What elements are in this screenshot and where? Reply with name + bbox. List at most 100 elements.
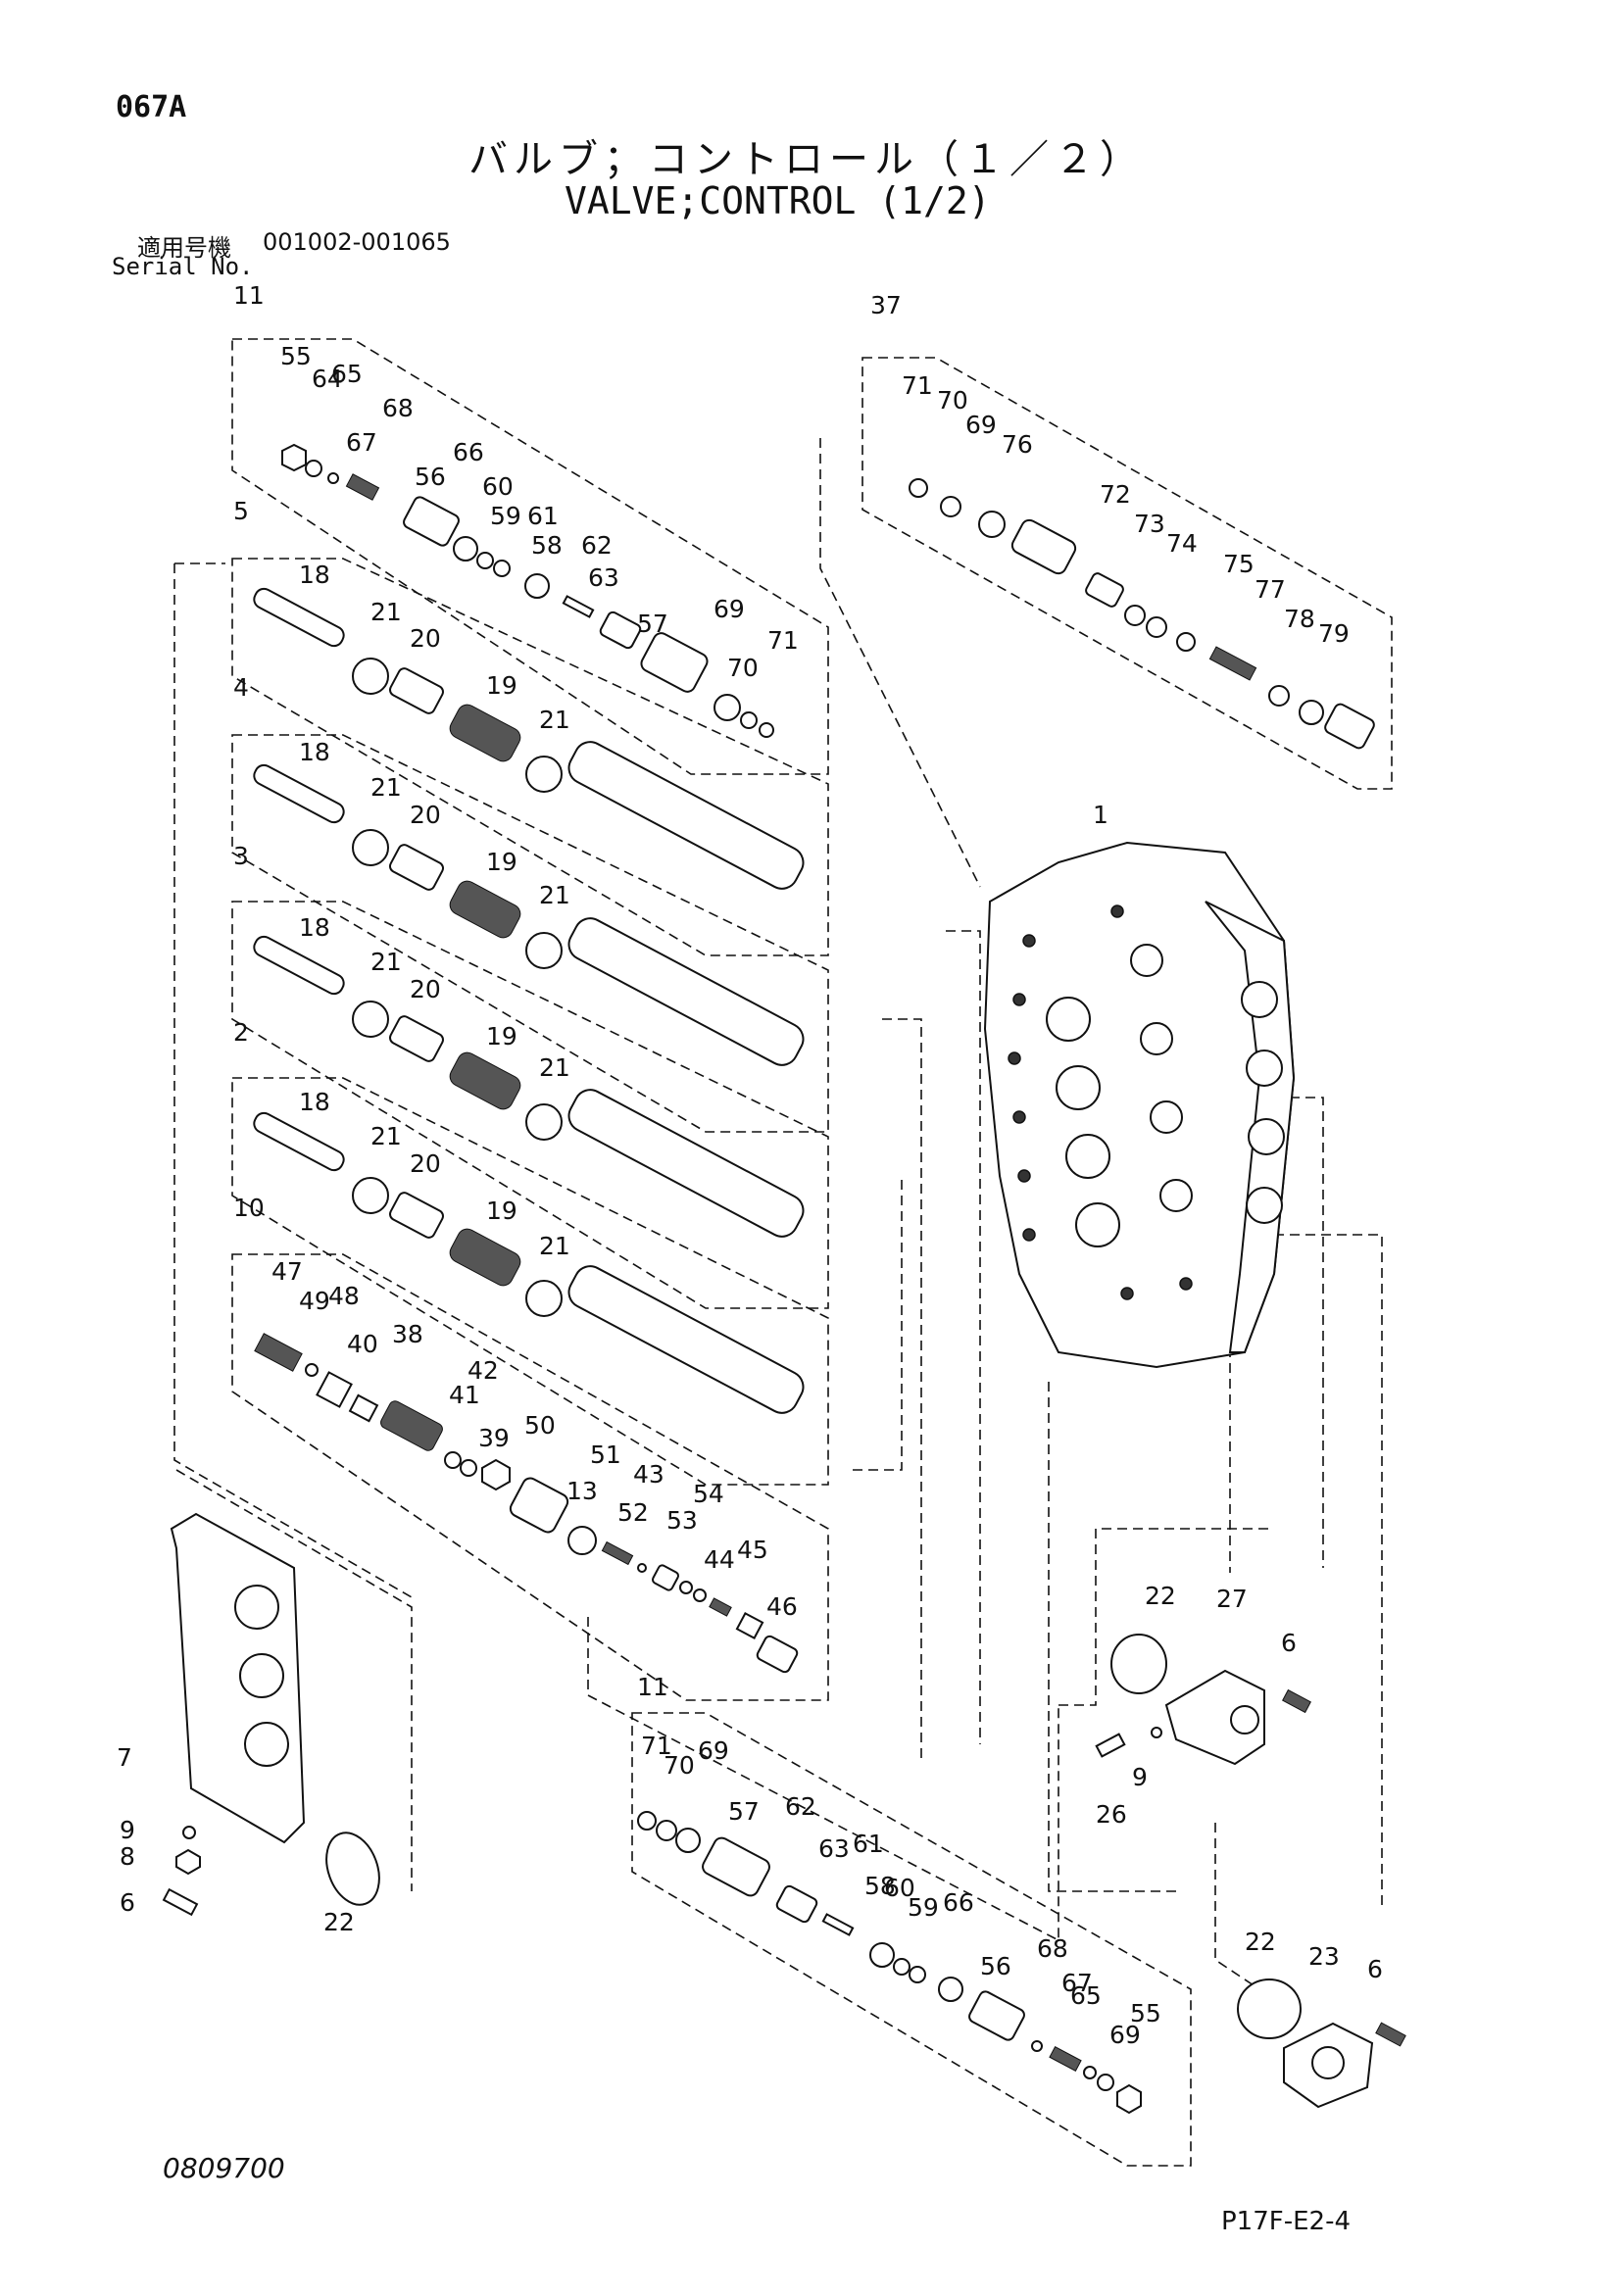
- leader-6: [1048, 1382, 1176, 1892]
- outline-group-5: [231, 558, 829, 956]
- callout-g4-4: 19: [486, 848, 517, 876]
- callout-g11-bottom-1: 71: [641, 1732, 672, 1760]
- callout-g10-3: 48: [328, 1282, 360, 1310]
- callout-g37-7: 74: [1166, 529, 1198, 558]
- callout-g11-top-12: 62: [581, 531, 613, 560]
- callout-g10-0: 10: [233, 1194, 265, 1222]
- callout-g11-top-14: 57: [637, 610, 668, 638]
- callout-g11-top-10: 61: [527, 502, 559, 530]
- callout-g2-0: 2: [233, 1018, 249, 1047]
- callout-g3-5: 21: [539, 1053, 570, 1082]
- callout-g10-6: 42: [468, 1356, 499, 1385]
- callout-g5-4: 19: [486, 671, 517, 700]
- callout-g2-5: 21: [539, 1232, 570, 1260]
- callout-g37-4: 76: [1002, 430, 1033, 459]
- callout-g2-2: 21: [370, 1122, 402, 1150]
- callout-g4-1: 18: [299, 738, 330, 766]
- callout-g11-top-6: 56: [415, 463, 446, 491]
- serial-label-english: Serial No.: [112, 253, 254, 280]
- callout-g10-11: 51: [590, 1441, 621, 1469]
- callout-g11-top-7: 66: [453, 438, 484, 466]
- callout-g10-15: 53: [666, 1506, 698, 1535]
- callout-g5-1: 18: [299, 561, 330, 589]
- callout-g5-5: 21: [539, 706, 570, 734]
- outline-group-11-bottom: [631, 1712, 1192, 2167]
- callout-g37-2: 70: [937, 386, 968, 415]
- callout-g5-0: 5: [233, 497, 249, 525]
- title-japanese: バルブ；コントロール（１／２）: [468, 137, 1145, 182]
- callout-g11-top-17: 71: [767, 626, 799, 655]
- callout-g11-top-13: 63: [588, 563, 619, 592]
- callout-g10-18: 46: [766, 1592, 798, 1621]
- leader-8: [1274, 1234, 1383, 1911]
- callout-right-cover-27-3: 9: [1132, 1763, 1148, 1791]
- group-37-parts: [909, 478, 1375, 750]
- callout-left-cover-4: 22: [323, 1908, 355, 1936]
- callout-g11-bottom-15: 67: [1061, 1969, 1093, 1997]
- callout-g37-8: 75: [1223, 550, 1255, 578]
- callout-g37-11: 79: [1318, 619, 1350, 648]
- serial-label-japanese: 適用号機: [137, 234, 231, 262]
- callout-g11-bottom-8: 58: [864, 1872, 896, 1900]
- callout-g5-3: 20: [410, 624, 441, 653]
- callout-g10-17: 45: [737, 1536, 768, 1564]
- left-cover-assembly: [162, 1512, 380, 1917]
- callout-g3-2: 21: [370, 948, 402, 976]
- callout-g11-top-9: 59: [490, 502, 521, 530]
- spool-group-2: [253, 1111, 805, 1414]
- callout-g37-10: 78: [1284, 605, 1315, 633]
- outline-group-11-top: [231, 338, 829, 775]
- callout-g3-1: 18: [299, 913, 330, 942]
- page-code: 067A: [116, 90, 187, 124]
- callout-g37-1: 71: [902, 371, 933, 400]
- callout-g11-bottom-17: 55: [1130, 1999, 1161, 2027]
- callout-g11-bottom-10: 59: [908, 1893, 939, 1922]
- callout-g11-bottom-7: 61: [853, 1830, 884, 1858]
- callout-right-cover-27-4: 26: [1096, 1800, 1127, 1829]
- group-11-bottom-parts: [637, 1811, 1142, 2115]
- callout-g10-12: 43: [633, 1460, 664, 1489]
- callout-g2-3: 20: [410, 1149, 441, 1178]
- callout-right-cover-27-2: 6: [1281, 1629, 1297, 1657]
- callout-g37-3: 69: [965, 411, 997, 439]
- callout-g4-0: 4: [233, 673, 249, 702]
- callout-left-cover-0: 7: [117, 1743, 132, 1772]
- callout-g2-4: 19: [486, 1197, 517, 1225]
- callout-right-cover-23-0: 22: [1245, 1928, 1276, 1956]
- callout-g10-16: 44: [704, 1545, 735, 1574]
- group-10-parts: [254, 1333, 799, 1674]
- group-11-top-parts: [281, 443, 774, 738]
- callout-g10-14: 54: [693, 1480, 724, 1508]
- callout-g11-bottom-3: 69: [698, 1736, 729, 1765]
- body-port-holes: [1008, 904, 1285, 1300]
- callout-g11-bottom-14: 65: [1070, 1981, 1102, 2010]
- callout-g11-top-1: 55: [280, 342, 312, 370]
- leader-12: [946, 930, 981, 1744]
- callout-right-cover-27-0: 22: [1145, 1582, 1176, 1610]
- callout-g11-top-15: 69: [714, 595, 745, 623]
- leader-11: [853, 1176, 903, 1471]
- outline-group-2: [231, 1077, 829, 1486]
- spool-group-4: [253, 763, 805, 1066]
- callout-g11-bottom-13: 68: [1037, 1934, 1068, 1963]
- callout-g10-7: 41: [449, 1381, 480, 1409]
- outline-group-37: [861, 357, 1393, 790]
- callout-g11-top-16: 70: [727, 654, 759, 682]
- callout-right-cover-23-2: 6: [1367, 1955, 1383, 1983]
- callout-g5-2: 21: [370, 598, 402, 626]
- callout-left-cover-2: 8: [120, 1842, 135, 1871]
- callout-g11-top-5: 67: [346, 428, 377, 457]
- callout-g3-4: 19: [486, 1022, 517, 1050]
- outline-group-4: [231, 734, 829, 1133]
- callout-g10-8: 39: [478, 1424, 510, 1452]
- right-cover-23-assembly: [1237, 1978, 1406, 2109]
- callout-g4-3: 20: [410, 801, 441, 829]
- leader-13: [175, 1469, 413, 1891]
- outline-group-10: [231, 1253, 829, 1701]
- valve-body: [983, 841, 1296, 1369]
- callout-left-cover-1: 9: [120, 1816, 135, 1844]
- callout-g37-9: 77: [1255, 575, 1286, 604]
- document-number: 0809700: [163, 2152, 285, 2184]
- callout-g10-5: 38: [392, 1320, 423, 1348]
